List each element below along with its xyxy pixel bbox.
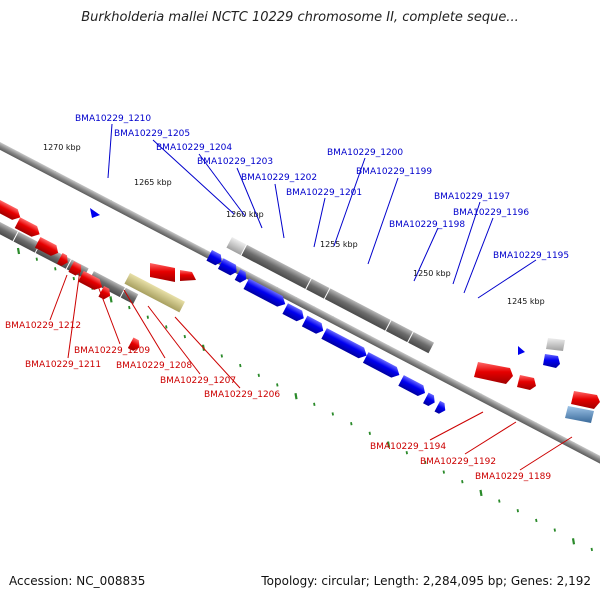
tick-mark bbox=[479, 489, 483, 497]
gene-label[interactable]: BMA10229_1212 bbox=[5, 321, 81, 331]
label-leader-lines bbox=[49, 123, 573, 471]
tick-mark bbox=[386, 441, 391, 448]
gene-label[interactable]: BMA10229_1203 bbox=[197, 157, 273, 167]
tick-mark bbox=[553, 528, 556, 532]
scale-label-1265: 1265 kbp bbox=[134, 178, 172, 187]
tick-mark bbox=[590, 547, 593, 552]
gene-label[interactable]: BMA10229_1209 bbox=[74, 346, 150, 356]
tick-mark bbox=[165, 325, 168, 329]
tick-mark bbox=[72, 276, 75, 281]
gene-label[interactable]: BMA10229_1198 bbox=[389, 220, 465, 230]
scale-label-1250: 1250 kbp bbox=[413, 269, 451, 278]
tick-mark bbox=[54, 267, 57, 271]
gene-label[interactable]: BMA10229_1210 bbox=[75, 114, 151, 124]
tick-mark bbox=[424, 460, 427, 465]
tick-mark bbox=[405, 451, 408, 455]
tick-mark bbox=[498, 499, 501, 503]
topology-text: Topology: circular; Length: 2,284,095 bp… bbox=[261, 574, 591, 588]
tick-mark bbox=[16, 247, 21, 255]
tick-mark bbox=[257, 373, 260, 377]
tick-mark bbox=[535, 518, 538, 523]
forward-genes-middle bbox=[206, 250, 446, 414]
tick-mark bbox=[146, 315, 149, 319]
accession-text: Accession: NC_008835 bbox=[9, 574, 146, 588]
tick-mark bbox=[461, 480, 464, 484]
tick-mark bbox=[35, 257, 38, 261]
gene-label[interactable]: BMA10229_1201 bbox=[286, 188, 362, 198]
gene-label[interactable]: BMA10229_1202 bbox=[241, 173, 317, 183]
gene-label[interactable]: BMA10229_1211 bbox=[25, 360, 101, 370]
tick-mark bbox=[516, 509, 519, 513]
gene-label[interactable]: BMA10229_1189 bbox=[475, 472, 551, 482]
gene-label[interactable]: BMA10229_1204 bbox=[156, 143, 232, 153]
tick-mark bbox=[313, 402, 316, 406]
gene-label[interactable]: BMA10229_1208 bbox=[116, 361, 192, 371]
gene-label[interactable]: BMA10229_1200 bbox=[327, 148, 403, 158]
scale-label-1260: 1260 kbp bbox=[226, 210, 264, 219]
scale-label-1270: 1270 kbp bbox=[43, 143, 81, 152]
tick-mark bbox=[183, 334, 186, 339]
tick-mark bbox=[571, 538, 576, 545]
gene-label[interactable]: BMA10229_1192 bbox=[420, 457, 496, 467]
chromosome-backbone bbox=[0, 123, 600, 482]
gene-label[interactable]: BMA10229_1196 bbox=[453, 208, 529, 218]
scale-labels: 1270 kbp 1265 kbp 1260 kbp 1255 kbp 1250… bbox=[43, 143, 545, 306]
reverse-gene-labels: BMA10229_1212 BMA10229_1211 BMA10229_120… bbox=[5, 321, 551, 482]
gene-label[interactable]: BMA10229_1207 bbox=[160, 376, 236, 386]
tick-mark bbox=[350, 421, 353, 426]
map-title: Burkholderia mallei NCTC 10229 chromosom… bbox=[81, 10, 519, 25]
tick-mark bbox=[220, 354, 223, 358]
gene-label[interactable]: BMA10229_1199 bbox=[356, 167, 432, 177]
tick-mark bbox=[128, 305, 131, 310]
gene-label[interactable]: BMA10229_1206 bbox=[204, 390, 280, 400]
cds-track-middle bbox=[226, 237, 435, 354]
gene-label[interactable]: BMA10229_1197 bbox=[434, 192, 510, 202]
tick-mark bbox=[294, 392, 298, 400]
tick-mark bbox=[331, 412, 334, 416]
gene-label[interactable]: BMA10229_1194 bbox=[370, 442, 446, 452]
tick-mark bbox=[442, 470, 445, 474]
features-right bbox=[474, 338, 600, 423]
reverse-genes-left bbox=[0, 197, 196, 351]
gene-label[interactable]: BMA10229_1195 bbox=[493, 251, 569, 261]
gene-label[interactable]: BMA10229_1205 bbox=[114, 129, 190, 139]
forward-gene-labels: BMA10229_1210 BMA10229_1205 BMA10229_120… bbox=[75, 114, 569, 261]
scale-label-1245: 1245 kbp bbox=[507, 297, 545, 306]
tick-mark bbox=[276, 383, 279, 387]
tick-mark bbox=[109, 296, 113, 303]
tick-mark bbox=[239, 363, 242, 368]
tick-mark bbox=[368, 431, 371, 436]
scale-label-1255: 1255 kbp bbox=[320, 240, 358, 249]
